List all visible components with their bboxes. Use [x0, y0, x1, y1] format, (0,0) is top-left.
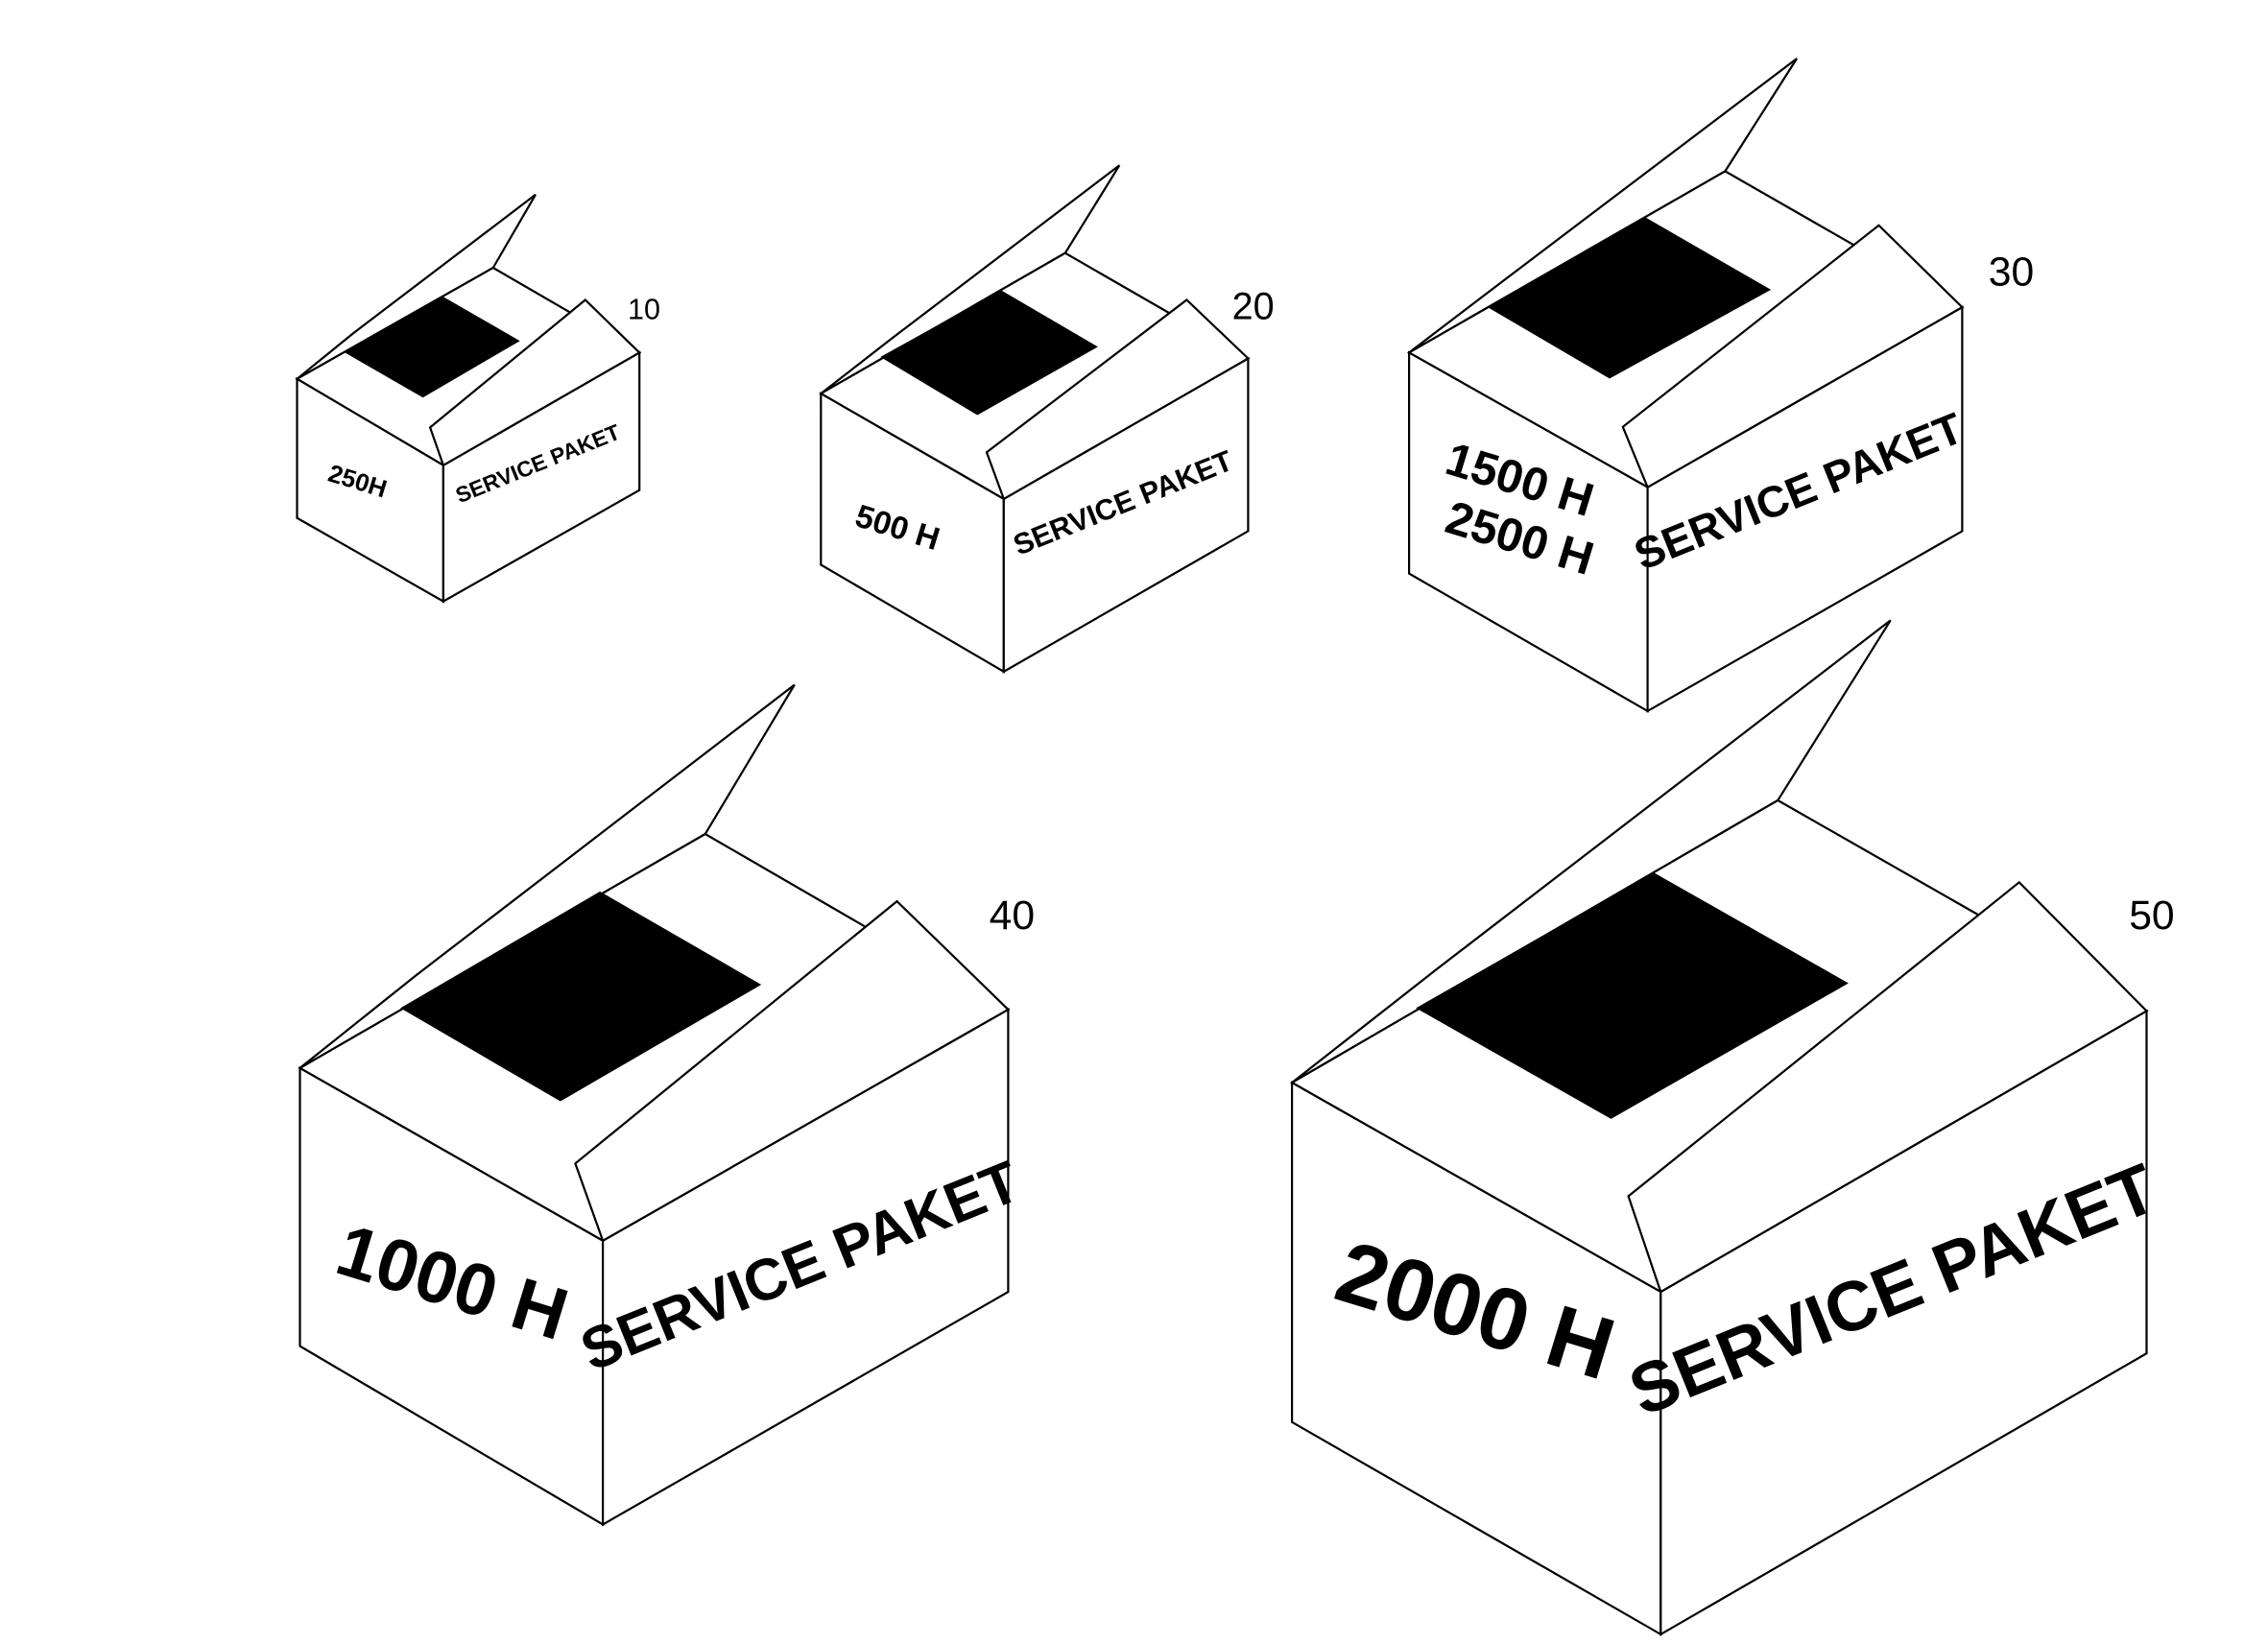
side-flap — [985, 298, 1251, 501]
reference-number: 20 — [1232, 285, 1275, 327]
tape-strip — [880, 290, 1098, 416]
tape-strip — [345, 296, 520, 398]
reference-number: 50 — [2129, 893, 2174, 939]
side-flap — [1621, 224, 1965, 489]
side-flap — [1627, 880, 2149, 1294]
tape-strip — [1416, 871, 1849, 1119]
reference-number: 10 — [628, 293, 660, 325]
side-flap — [574, 899, 1011, 1243]
reference-number: 30 — [1989, 249, 2034, 295]
reference-number: 40 — [990, 893, 1035, 939]
tape-strip — [400, 891, 762, 1102]
tape-strip — [1488, 217, 1772, 379]
side-flap — [428, 298, 642, 467]
